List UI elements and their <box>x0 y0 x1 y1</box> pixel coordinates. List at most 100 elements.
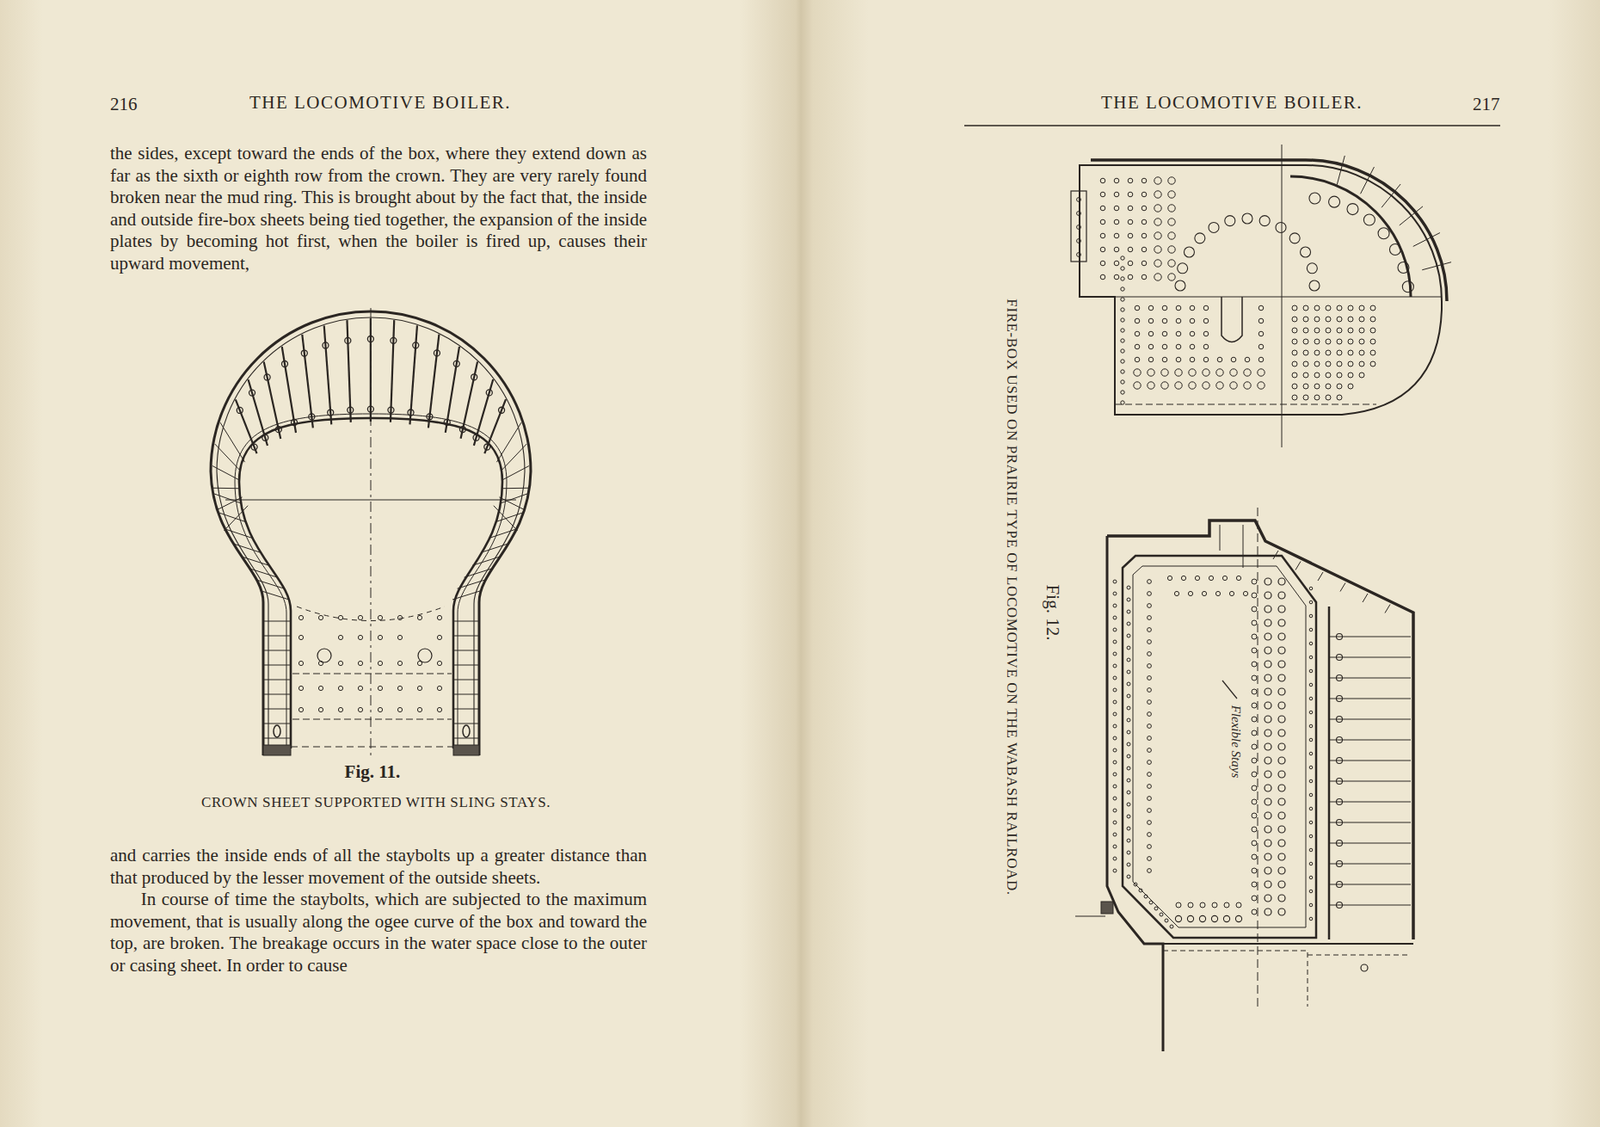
stay-circle <box>1194 233 1206 244</box>
staybolt-head <box>1175 344 1182 350</box>
staybolt-head <box>1147 627 1152 633</box>
flexible-stay <box>1264 880 1272 888</box>
staybolt-head <box>1314 361 1320 367</box>
staybolt-head <box>1336 716 1343 723</box>
staybolt <box>1362 593 1368 603</box>
staybolt <box>257 579 285 589</box>
staybolt-head <box>1113 260 1120 266</box>
staybolt-head <box>1336 394 1342 400</box>
staybolt-head <box>1147 796 1152 801</box>
staybolt-head <box>1113 246 1120 253</box>
staybolt-head <box>1336 305 1342 311</box>
staybolt-head <box>1147 579 1152 585</box>
flexible-stay <box>1264 715 1272 723</box>
rivet <box>1120 390 1125 394</box>
staybolt-head <box>1251 854 1257 860</box>
staybolt-head <box>1154 246 1162 253</box>
staybolt-head <box>1251 812 1257 819</box>
callout-label: Flexible Stays <box>1227 702 1243 782</box>
rivet <box>1113 868 1117 873</box>
staybolt <box>495 512 524 523</box>
staybolt <box>1360 166 1375 194</box>
rivet <box>1126 790 1131 794</box>
staybolt-head <box>1230 381 1237 389</box>
staybolt <box>453 621 480 622</box>
staybolt-head <box>1200 902 1206 908</box>
staybolt-head <box>1127 260 1133 266</box>
rivet <box>1126 670 1131 674</box>
rivet <box>1113 796 1117 800</box>
staybolt <box>263 679 291 681</box>
staybolt <box>215 443 241 471</box>
staybolt <box>250 568 278 578</box>
rivet <box>1309 724 1313 728</box>
flexible-stay <box>1278 605 1286 613</box>
staybolt-head <box>1162 344 1168 350</box>
staybolt-head <box>318 685 323 690</box>
rivet <box>1120 287 1125 291</box>
staybolt <box>213 492 241 503</box>
staybolt-head <box>1251 633 1257 640</box>
staybolt-head <box>1147 772 1152 777</box>
rivet <box>1113 603 1117 608</box>
staybolt <box>496 422 522 462</box>
staybolt <box>263 723 291 725</box>
staybolt-head <box>1251 620 1257 626</box>
washout-plug <box>273 725 281 738</box>
staybolt-head <box>1314 350 1320 356</box>
staybolt-head <box>1236 575 1241 580</box>
staybolt-head <box>1347 383 1354 389</box>
rivet <box>1309 793 1313 797</box>
staybolt-head <box>1154 190 1162 198</box>
rivet <box>1126 646 1131 650</box>
staybolt-head <box>1208 575 1213 580</box>
dashed-line <box>292 719 452 720</box>
staybolt-head <box>1229 590 1234 596</box>
staybolt-head <box>1251 730 1257 736</box>
staybolt-head <box>377 660 382 665</box>
rivet <box>1309 600 1313 604</box>
stay-pin <box>301 350 308 357</box>
staybolt <box>213 487 240 490</box>
rivet <box>1309 669 1313 673</box>
staybolt <box>1384 604 1391 614</box>
staybolt-head <box>1244 356 1250 363</box>
header-rule <box>964 124 1501 127</box>
staybolt-head <box>1336 316 1342 322</box>
stay-pin <box>471 374 478 381</box>
staybolt-head <box>1161 369 1169 376</box>
staybolt <box>1340 583 1346 592</box>
staybolt <box>453 679 480 681</box>
staybolt-head <box>377 615 382 620</box>
page-number: 216 <box>110 93 138 115</box>
staybolt-head <box>1370 316 1376 322</box>
rivet <box>1113 640 1117 644</box>
staybolt <box>503 466 530 480</box>
staybolt-head <box>1188 381 1196 389</box>
flexible-stay <box>1264 839 1272 847</box>
staybolt <box>453 723 480 725</box>
staybolt-head <box>1314 316 1320 322</box>
staybolt-head <box>1127 205 1133 211</box>
dashed-arc <box>296 606 445 622</box>
staybolt-head <box>1251 702 1257 708</box>
staybolt-head <box>1336 361 1342 367</box>
staybolt-head <box>1100 260 1106 266</box>
staybolt-head <box>1202 369 1210 376</box>
staybolt-head <box>1168 259 1176 267</box>
staybolt-head <box>1113 178 1120 184</box>
stay-circle <box>1208 221 1219 233</box>
center-line <box>370 307 372 757</box>
stay-circle <box>1363 214 1375 226</box>
flexible-stay <box>1187 915 1194 922</box>
rivet <box>1113 664 1117 668</box>
rivet <box>1113 724 1117 728</box>
figure-caption: CROWN SHEET SUPPORTED WITH SLING STAYS. <box>201 793 551 812</box>
staybolt-head <box>1147 712 1152 717</box>
staybolt <box>1317 572 1324 581</box>
staybolt-head <box>1147 844 1152 850</box>
staybolt <box>464 568 493 578</box>
staybolt-head <box>1251 606 1257 612</box>
flexible-stay <box>1278 853 1286 861</box>
staybolt <box>1399 206 1423 226</box>
